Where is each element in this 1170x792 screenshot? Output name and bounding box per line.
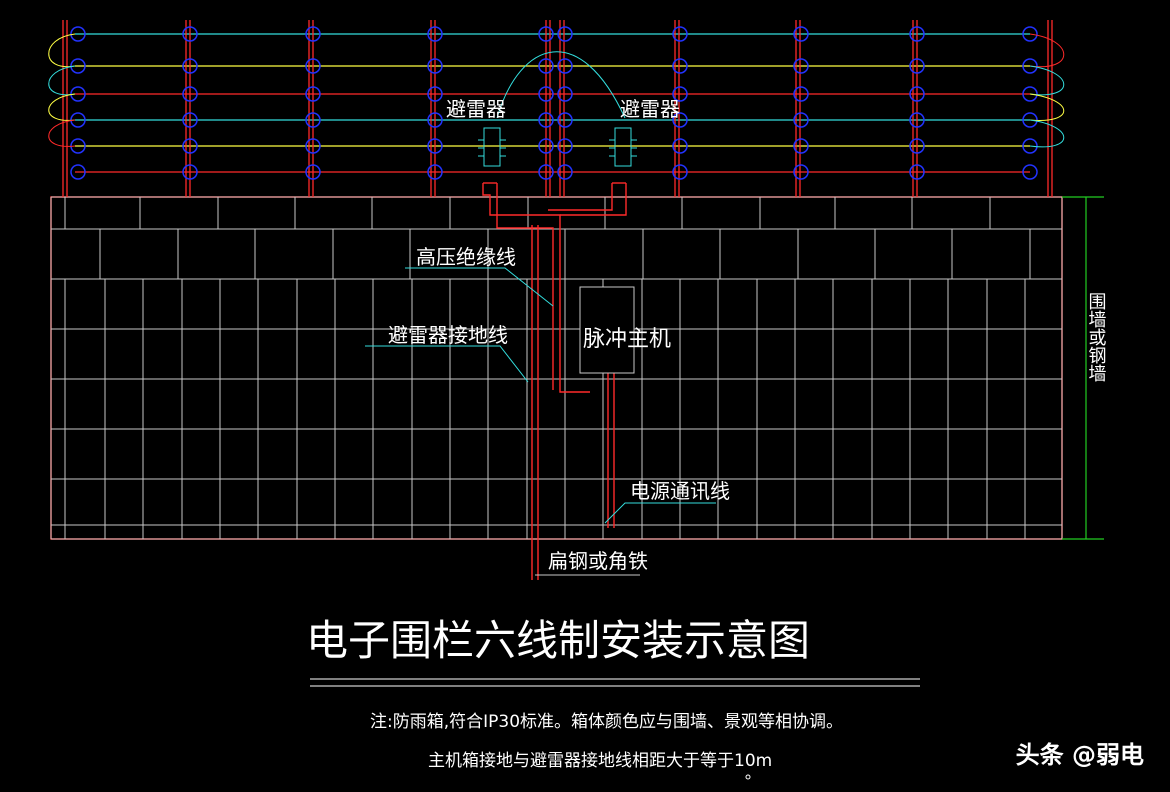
insulator-ring [427,26,443,42]
insulator-ring [557,26,573,42]
insulator-ring [793,164,809,180]
arrester-ground-label: 避雷器接地线 [388,323,508,347]
hv-wiring [482,182,627,580]
pulse-host-box [579,286,635,374]
insulator-ring [538,164,554,180]
insulator-ring [305,58,321,74]
insulator-ring [793,112,809,128]
insulator-ring [557,164,573,180]
wall-grid [50,196,1063,540]
insulator-ring [538,58,554,74]
fence-wires [75,33,1030,173]
arrester-arc [496,51,626,119]
insulator-ring [909,86,925,102]
insulator-ring [1022,164,1038,180]
diagram-title: 电子围栏六线制安装示意图 [306,616,810,665]
insulator-ring [793,138,809,154]
insulator-ring [182,26,198,42]
arrester-left-label: 避雷器 [446,97,506,121]
insulator-ring [70,86,86,102]
insulator-ring [427,58,443,74]
insulator-ring [182,138,198,154]
insulator-ring [538,26,554,42]
wall-height-dimension [1062,196,1104,540]
insulator-ring [305,26,321,42]
insulator-ring [793,86,809,102]
insulator-ring [1022,58,1038,74]
insulator-ring [70,164,86,180]
insulator-ring [305,138,321,154]
wire-insulators [70,26,1038,180]
insulator-ring [427,86,443,102]
insulator-ring [182,164,198,180]
flat-steel-label: 扁钢或角铁 [548,549,648,573]
lightning-arrester-right [609,127,637,167]
insulator-ring [909,58,925,74]
insulator-ring [182,58,198,74]
insulator-ring [793,26,809,42]
insulator-ring [182,112,198,128]
insulator-ring [672,164,688,180]
insulator-ring [672,138,688,154]
insulator-ring [538,112,554,128]
note-line-1: 注:防雨箱,符合IP30标准。箱体颜色应与围墙、景观等相协调。 [370,712,843,732]
insulator-ring [1022,86,1038,102]
insulator-ring [557,138,573,154]
pulse-host-label: 脉冲主机 [583,327,671,352]
insulator-ring [305,164,321,180]
insulator-ring [182,86,198,102]
leader-lines [365,267,716,524]
watermark: 头条 @弱电 [1015,741,1144,769]
insulator-ring [557,86,573,102]
insulator-ring [909,138,925,154]
fence-posts [62,20,1053,197]
arrester-right-label: 避雷器 [620,97,680,121]
end-loops [48,33,1065,148]
insulator-ring [427,138,443,154]
insulator-ring [1022,26,1038,42]
insulator-ring [672,112,688,128]
insulator-ring [70,58,86,74]
insulator-ring [538,138,554,154]
insulator-ring [672,26,688,42]
insulator-ring [909,112,925,128]
insulator-ring [909,26,925,42]
insulator-ring [557,112,573,128]
lightning-arrester-left [478,127,506,167]
insulator-ring [557,58,573,74]
note-line-2: 主机箱接地与避雷器接地线相距大于等于10m [428,751,772,771]
insulator-ring [305,86,321,102]
small-dot [745,774,751,780]
title-underline [310,678,920,687]
insulator-ring [427,164,443,180]
insulator-ring [305,112,321,128]
insulator-ring [793,58,809,74]
insulator-ring [909,164,925,180]
hv-wire-label: 高压绝缘线 [416,245,516,269]
insulator-ring [672,86,688,102]
wall-label: 围墙或钢墙 [1086,292,1107,382]
insulator-ring [427,112,443,128]
power-comm-label: 电源通讯线 [630,479,730,503]
insulator-ring [70,26,86,42]
insulator-ring [538,86,554,102]
insulator-ring [1022,138,1038,154]
insulator-ring [672,58,688,74]
